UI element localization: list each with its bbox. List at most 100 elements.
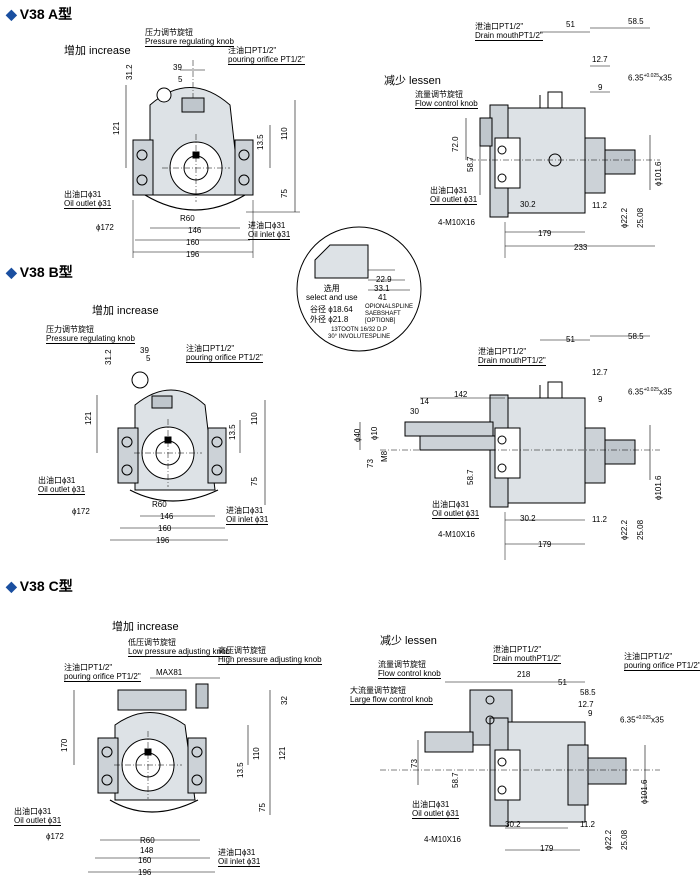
b-dim-142: 142 (454, 390, 468, 399)
a-increase-label: 增加 increase (64, 45, 131, 57)
b-dim-121: 121 (84, 411, 93, 425)
b-dim-5: 5 (146, 354, 151, 363)
a-dim-160: 160 (186, 238, 200, 247)
spline-detail (296, 226, 422, 352)
c-dim-148: 148 (140, 846, 154, 855)
a-dim-135: 13.5 (256, 134, 265, 150)
a-dim-196: 196 (186, 250, 200, 259)
c-dim-d172: ϕ172 (46, 832, 64, 841)
b-dim-585: 58.5 (628, 332, 644, 341)
c-dim-75: 75 (258, 803, 267, 812)
spline-root-label: 谷径 ϕ18.64 (310, 305, 353, 314)
b-drain-label: 泄油口PT1/2"Drain mouthPT1/2" (478, 347, 546, 366)
c-drain-label: 泄油口PT1/2"Drain mouthPT1/2" (493, 645, 561, 664)
c-dim-222: ϕ22.2 (604, 829, 613, 850)
b-dim-146: 146 (160, 512, 174, 521)
b-dim-51: 51 (566, 335, 575, 344)
c-dim-196: 196 (138, 868, 152, 877)
a-dim-5: 5 (178, 75, 183, 84)
c-dim-73: 73 (410, 759, 419, 768)
b-dim-75: 75 (250, 477, 259, 486)
b-increase-label: 增加 increase (92, 305, 159, 317)
section-b-title: ◆V38 B型 (6, 264, 73, 280)
c-decrease-label: 减少 lessen (380, 635, 437, 647)
c-dim-635: 6.35+0.025x35 (620, 715, 664, 725)
b-bolts-label: 4-M10X16 (438, 530, 475, 539)
a-dim-179: 179 (538, 229, 552, 238)
c-pouring-label: 注油口PT1/2"pouring orifice PT1/2" (64, 663, 141, 682)
spline-dim-229: 22.9 (376, 275, 392, 284)
a-dim-233: 233 (574, 243, 588, 252)
b-dim-1016: ϕ101.6 (654, 475, 663, 501)
b-dim-14: 14 (420, 397, 429, 406)
b-pouring-label: 注油口PT1/2"pouring orifice PT1/2" (186, 344, 263, 363)
b-dim-312: 31.2 (104, 349, 113, 365)
a-pouring-label: 注油口PT1/2"pouring orifice PT1/2" (228, 46, 305, 65)
a-dim-587: 58.7 (466, 156, 475, 172)
c-dim-302: 30.2 (505, 820, 521, 829)
c-dim-127: 12.7 (578, 700, 594, 709)
b-dim-73: 73 (366, 459, 375, 468)
c-increase-label: 增加 increase (112, 621, 179, 633)
a-dim-9: 9 (598, 83, 603, 92)
section-a-title: ◆V38 A型 (6, 6, 73, 22)
diamond-bullet-icon: ◆ (6, 264, 17, 280)
section-c-title: ◆V38 C型 (6, 578, 73, 594)
b-dim-d172: ϕ172 (72, 507, 90, 516)
a-dim-146: 146 (188, 226, 202, 235)
b-dim-9: 9 (598, 395, 603, 404)
b-side-view (359, 335, 660, 560)
spline-dim-331: 33.1 (374, 284, 390, 293)
a-dim-51: 51 (566, 20, 575, 29)
b-dim-110: 110 (250, 412, 259, 425)
c-dim-112: 11.2 (580, 820, 595, 829)
b-dim-m8: M8 (380, 450, 389, 462)
c-dim-max81: MAX81 (156, 668, 183, 677)
a-dim-r60: R60 (180, 214, 195, 223)
c-dim-585: 58.5 (580, 688, 596, 697)
a-drain-label: 泄油口PT1/2"Drain mouthPT1/2" (475, 22, 543, 41)
a-front-view (125, 60, 300, 258)
a-dim-312: 31.2 (125, 64, 134, 80)
a-dim-110: 110 (280, 127, 289, 140)
c-dim-170: 170 (60, 738, 69, 752)
a-dim-d172: ϕ172 (96, 223, 114, 232)
b-dim-d10: ϕ10 (370, 426, 379, 440)
b-dim-635: 6.35+0.025x35 (628, 387, 672, 397)
b-dim-587: 58.7 (466, 469, 475, 485)
b-dim-30: 30 (410, 407, 419, 416)
c-dim-135: 13.5 (236, 762, 245, 778)
b-dim-r60: R60 (152, 500, 167, 509)
b-dim-39: 39 (140, 346, 149, 355)
b-dim-196: 196 (156, 536, 170, 545)
a-decrease-label: 减少 lessen (384, 75, 441, 87)
c-front-view (73, 677, 271, 873)
c-dim-587: 58.7 (451, 772, 460, 788)
diamond-bullet-icon: ◆ (6, 578, 17, 594)
c-dim-2508: 25.08 (620, 829, 629, 850)
a-dim-222: ϕ22.2 (620, 207, 629, 228)
b-dim-d40: ϕ40 (353, 428, 362, 442)
a-dim-585: 58.5 (628, 17, 644, 26)
a-dim-39: 39 (173, 63, 182, 72)
c-dim-160: 160 (138, 856, 152, 865)
a-dim-720: 72.0 (451, 136, 460, 152)
b-front-view (96, 371, 266, 541)
spline-dim-41: 41 (378, 293, 387, 302)
a-dim-75: 75 (280, 189, 289, 198)
a-dim-635: 6.35+0.025x35 (628, 73, 672, 83)
a-bolts-label: 4-M10X16 (438, 218, 475, 227)
